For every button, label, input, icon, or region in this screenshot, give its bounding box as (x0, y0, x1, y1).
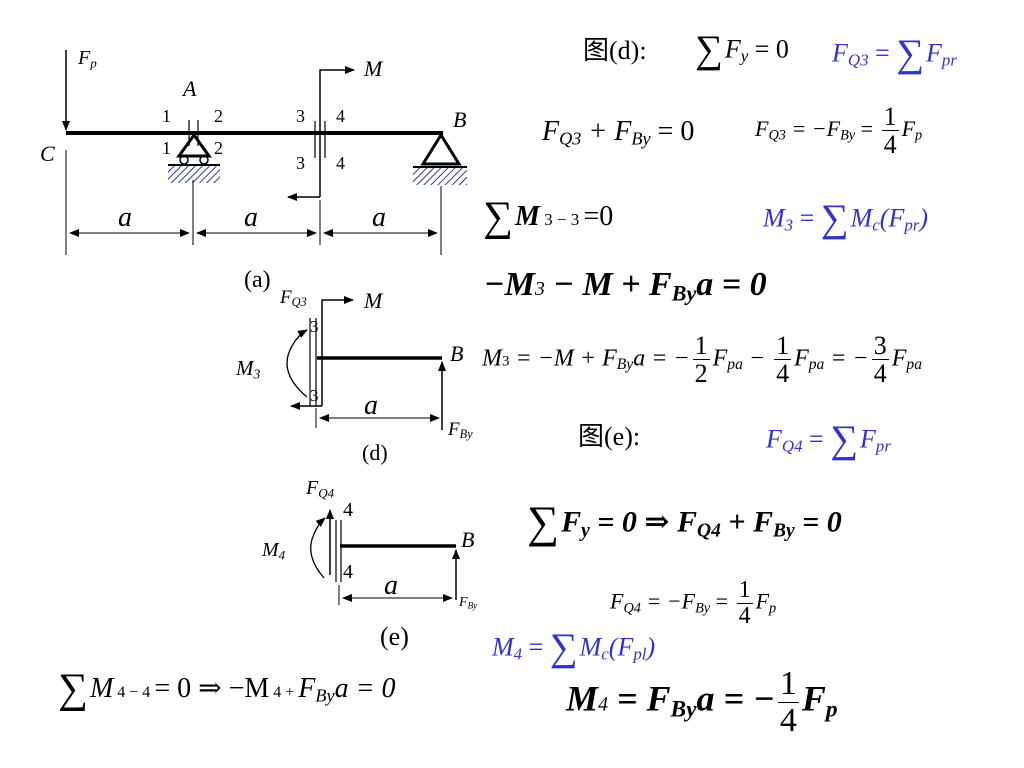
moment-m-arrow (319, 66, 355, 197)
label-b: B (453, 107, 467, 132)
dim-a-2: a (244, 202, 258, 233)
eq-sum-m33: ∑M 3 − 3 =0 (483, 194, 614, 240)
free-body-d (286, 296, 446, 430)
section-2-top: 2 (214, 106, 223, 126)
caption-e: (e) (380, 622, 409, 651)
pin-support-b (413, 132, 467, 185)
eq-m4-def: M4 = ∑Mc(Fpl) (492, 626, 656, 669)
fbd-d-dim-a: a (364, 390, 378, 421)
eq-moment-balance-d: −M3 − M + FBya = 0 (484, 266, 767, 306)
section-4-top: 4 (336, 106, 345, 126)
fbd-e-section-bottom: 4 (343, 561, 353, 583)
caption-d: (d) (362, 440, 388, 465)
eq-m3-def: M3 = ∑Mc(Fpr) (763, 197, 929, 240)
fbd-e-dim-a: a (384, 570, 398, 601)
section-1-top: 1 (162, 106, 171, 126)
fbd-d-shear-arrow (321, 296, 354, 406)
fbd-d-shear-label: FQ3 (280, 287, 307, 310)
fbd-d-section-bottom: 3 (310, 386, 319, 405)
section-3-bottom: 3 (296, 153, 305, 173)
fbd-d-fby-label: FBy (448, 419, 473, 442)
dim-a-3: a (372, 202, 386, 233)
eq-shear-balance-d: FQ3 + FBy = 0 (542, 116, 695, 149)
section-2-bottom: 2 (214, 138, 223, 158)
fbd-d-moment-label: M (364, 288, 383, 313)
dim-a-1: a (118, 202, 132, 233)
section-1-bottom: 1 (162, 138, 171, 158)
eq-shear-balance-e: ∑Fy = 0 ⇒ FQ4 + FBy = 0 (527, 497, 842, 547)
section-3-top: 3 (296, 106, 305, 126)
eq-d-sum-fy: ∑Fy = 0 (695, 28, 789, 71)
label-a: A (183, 76, 197, 101)
fbd-e-moment-arc (310, 517, 326, 579)
fbd-e-section-top: 4 (343, 499, 353, 521)
fbd-e-m4-label: M4 (262, 539, 286, 563)
fbd-d-m3-label: M3 (236, 356, 261, 382)
fig-d-title: 图(d): (583, 36, 647, 65)
fp-label: Fp (78, 47, 97, 71)
caption-a: (a) (244, 267, 271, 293)
fbd-e-b-label: B (461, 527, 475, 552)
fbd-d-section-top: 3 (310, 317, 319, 336)
fbd-d-moment-arc (286, 329, 308, 398)
fbd-e-shear-label: FQ4 (306, 477, 335, 501)
free-body-e (310, 509, 460, 605)
fig-e-title: 图(e): (578, 422, 641, 451)
section-4-bottom: 4 (336, 153, 345, 173)
eq-d-fq3-def: FQ3 = ∑Fpr (832, 32, 957, 75)
fbd-d-b-label: B (450, 341, 464, 366)
eq-fq4-def: FQ4 = ∑Fpr (766, 418, 891, 461)
moment-m-label: M (364, 56, 383, 81)
beam-a (62, 50, 467, 255)
roller-support-a (168, 132, 220, 183)
fbd-e-fby-label: FBy (459, 595, 478, 611)
label-c: C (40, 141, 55, 166)
eq-sum-m44: ∑M 4 − 4 = 0 ⇒ −M 4 + FBya = 0 (58, 666, 396, 712)
